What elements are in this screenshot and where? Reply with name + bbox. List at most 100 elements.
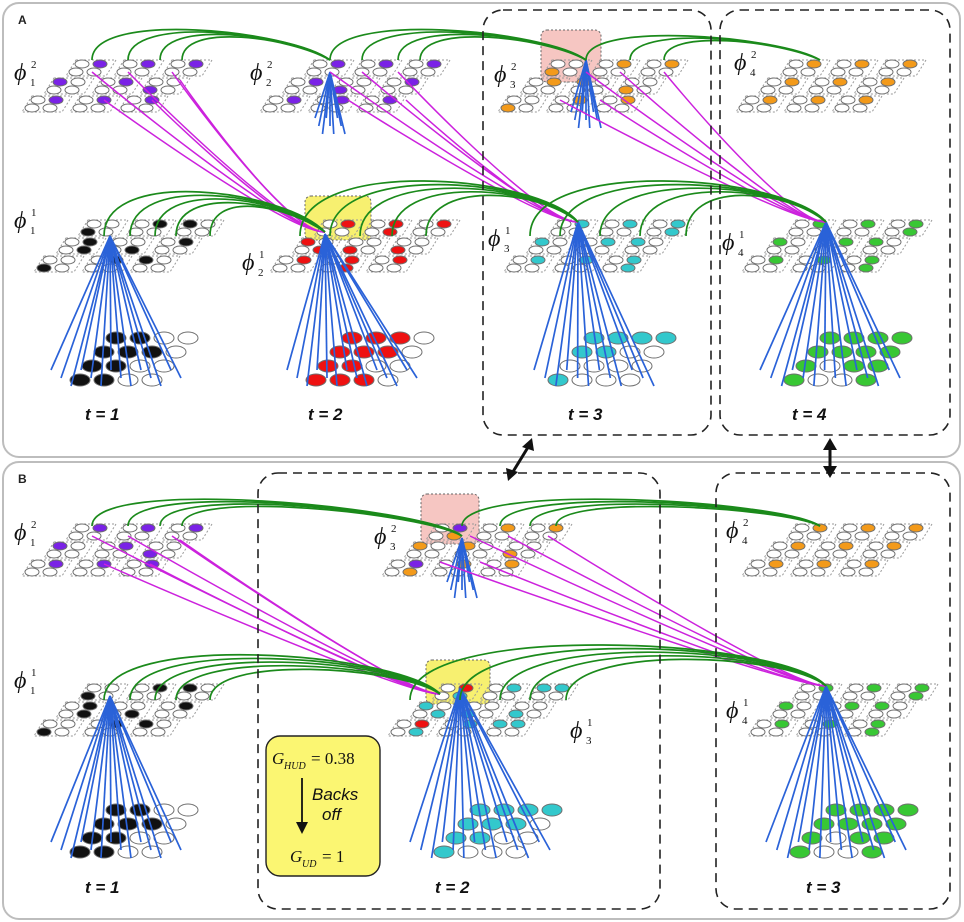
node <box>382 227 398 237</box>
magenta-group-b <box>91 535 827 695</box>
node <box>64 85 80 95</box>
node-tile <box>399 59 451 77</box>
node <box>832 549 848 559</box>
node <box>860 219 876 229</box>
node <box>54 263 70 273</box>
node-tile <box>161 59 213 77</box>
node <box>344 255 360 265</box>
node <box>838 541 854 551</box>
node-tile <box>589 59 641 77</box>
g-hud-formula: G HUD = 0.38 <box>272 749 355 772</box>
node <box>880 77 896 87</box>
node <box>902 59 918 69</box>
node-tile <box>637 59 689 77</box>
node <box>146 691 162 701</box>
node <box>78 559 94 569</box>
projection-line <box>459 687 530 859</box>
time-label-b-2: t = 2 <box>435 878 470 897</box>
input-node <box>117 817 139 831</box>
input-node <box>481 817 503 831</box>
svg-text:1: 1 <box>31 667 37 679</box>
node <box>154 245 170 255</box>
node <box>322 219 338 229</box>
node <box>744 567 760 577</box>
node <box>842 523 858 533</box>
projection-line <box>409 687 461 843</box>
svg-text:G: G <box>272 749 284 768</box>
projection-line <box>324 233 328 379</box>
node <box>166 541 182 551</box>
projection-line <box>306 233 326 387</box>
projection-line <box>759 221 827 371</box>
node <box>846 559 862 569</box>
node <box>430 709 446 719</box>
node-tile <box>33 255 85 273</box>
node <box>436 219 452 229</box>
node-tile <box>479 683 531 701</box>
node <box>122 523 138 533</box>
input-node <box>117 373 139 387</box>
node <box>160 85 176 95</box>
node <box>864 727 880 737</box>
node <box>744 95 760 105</box>
node <box>54 727 70 737</box>
input-node <box>855 373 877 387</box>
node <box>766 77 782 87</box>
node <box>134 531 150 541</box>
node <box>766 549 782 559</box>
input-node <box>165 345 187 359</box>
node-tile <box>117 559 169 577</box>
node <box>762 95 778 105</box>
input-node <box>117 345 139 359</box>
node-tile <box>811 541 863 559</box>
node <box>806 531 822 541</box>
input-node <box>505 845 527 859</box>
input-node <box>595 373 617 387</box>
svg-text:ϕ: ϕ <box>726 518 738 544</box>
node <box>830 67 846 77</box>
node <box>130 237 146 247</box>
node <box>86 67 102 77</box>
projection-line <box>585 59 591 129</box>
green-link <box>663 39 821 61</box>
node-tile <box>865 701 917 719</box>
projection-line <box>109 235 162 387</box>
projection-line <box>324 233 368 387</box>
svg-text:2: 2 <box>266 77 272 89</box>
node-tile <box>43 77 95 95</box>
projection-line <box>286 233 326 371</box>
node <box>128 227 144 237</box>
node <box>790 237 806 247</box>
node <box>120 103 136 113</box>
node-tile <box>505 701 557 719</box>
svg-text:4: 4 <box>742 535 748 547</box>
node <box>546 245 562 255</box>
node <box>792 567 808 577</box>
projection-line <box>769 221 827 379</box>
node <box>594 245 610 255</box>
projection-line <box>554 221 579 387</box>
node <box>854 59 870 69</box>
magenta-link <box>599 99 827 223</box>
layer-a-t1-bottom <box>33 219 225 273</box>
projection-line <box>825 685 907 851</box>
svg-text:ϕ: ϕ <box>722 230 734 256</box>
node <box>60 719 76 729</box>
input-node <box>153 359 175 373</box>
input-node <box>807 345 829 359</box>
projection-line <box>419 687 461 851</box>
node <box>886 709 902 719</box>
time-label-a-4: t = 4 <box>792 405 827 424</box>
node <box>492 719 508 729</box>
node-tile <box>409 701 461 719</box>
node-tile <box>151 237 203 255</box>
input-node <box>643 345 665 359</box>
svg-text:UD: UD <box>302 859 317 870</box>
node <box>504 559 520 569</box>
node <box>160 237 176 247</box>
node-tile <box>139 77 191 95</box>
panel-b-t2-box <box>257 472 661 910</box>
node <box>544 67 560 77</box>
